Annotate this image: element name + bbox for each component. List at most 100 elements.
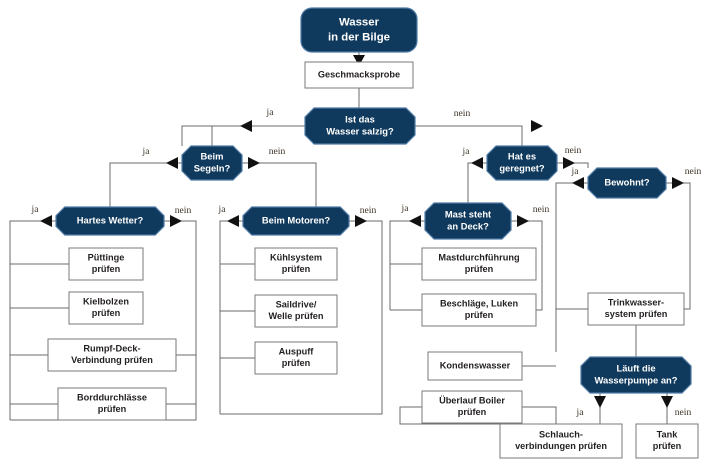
node-label-hartes: Hartes Wetter? xyxy=(77,214,144,225)
node-label-mast: an Deck? xyxy=(447,220,489,231)
node-label-schlauch: Schlauch- xyxy=(539,430,583,440)
node-label-kuehl: Kühlsystem xyxy=(270,253,322,263)
node-label-mastdurch: Mastdurchführung xyxy=(438,253,519,263)
decision-shape-geregnet xyxy=(486,145,558,181)
process-box-saildrive xyxy=(254,294,338,328)
node-label-mastdurch: prüfen xyxy=(465,264,494,274)
node-label-saildrive: Welle prüfen xyxy=(269,311,324,321)
node-label-borddurch: Borddurchlässe xyxy=(77,393,147,403)
edge-labels-layer: ja nein ja nein ja nein ja nein ja nein ja nein ja ne… xyxy=(31,107,702,418)
decision-shape-pumpe xyxy=(580,356,692,394)
node-kondens[interactable]: Kondenswasser xyxy=(427,351,523,381)
decision-shape-salzig xyxy=(304,107,416,145)
decision-shape-motoren xyxy=(242,206,350,236)
edge-label: nein xyxy=(360,205,377,216)
process-box-puettinge xyxy=(68,247,144,281)
node-label-saildrive: Saildrive/ xyxy=(276,300,317,310)
node-motoren[interactable]: Beim Motoren? xyxy=(242,206,350,236)
node-label-start: in der Bilge xyxy=(328,32,390,44)
node-label-schlauch: verbindungen prüfen xyxy=(515,441,607,451)
node-label-puettinge: Püttinge xyxy=(88,253,125,263)
node-label-kielbolzen: prüfen xyxy=(92,308,121,318)
process-box-kielbolzen xyxy=(68,291,144,325)
node-label-salzig: Ist das xyxy=(345,114,375,125)
node-label-kondens: Kondenswasser xyxy=(440,360,511,370)
node-label-auspuff: prüfen xyxy=(282,358,311,368)
process-box-geschmack xyxy=(304,61,414,89)
decision-shape-hartes xyxy=(55,206,165,236)
edge-label: nein xyxy=(454,108,471,119)
process-box-schlauch xyxy=(499,423,623,459)
process-box-auspuff xyxy=(254,341,338,375)
node-start[interactable]: Wasser in der Bilge xyxy=(300,7,418,53)
edge-label: ja xyxy=(462,146,471,157)
process-box-boiler xyxy=(421,390,523,424)
node-label-salzig: Wasser salzig? xyxy=(326,125,394,136)
node-label-beschlaege: prüfen xyxy=(465,310,494,320)
node-trinkwasser[interactable]: Trinkwasser-system prüfen xyxy=(587,292,685,326)
edge-label: nein xyxy=(675,407,692,418)
node-label-borddurch: prüfen xyxy=(98,404,127,414)
node-label-geregnet: Hat es xyxy=(508,151,536,162)
process-box-mastdurch xyxy=(421,247,537,281)
node-geschmack[interactable]: Geschmacksprobe xyxy=(304,61,414,89)
node-label-pumpe: Läuft die xyxy=(616,363,655,374)
node-label-geregnet: geregnet? xyxy=(499,162,545,173)
node-label-geschmack: Geschmacksprobe xyxy=(318,69,400,79)
decision-shape-mast xyxy=(424,202,512,240)
process-box-trinkwasser xyxy=(587,292,685,326)
edge-label: nein xyxy=(685,166,702,177)
node-label-beschlaege: Beschläge, Luken xyxy=(440,299,519,309)
terminator-shape-start xyxy=(300,7,418,53)
connector-layer xyxy=(9,52,691,425)
node-bewohnt[interactable]: Bewohnt? xyxy=(587,167,667,199)
node-label-segeln: Segeln? xyxy=(194,162,231,173)
edge-label: ja xyxy=(142,146,151,157)
node-label-bewohnt: Bewohnt? xyxy=(604,176,650,187)
node-label-mast: Mast steht xyxy=(445,209,491,220)
edge-label: nein xyxy=(533,204,550,215)
node-label-boiler: Überlauf Boiler xyxy=(439,396,505,406)
node-label-trinkwasser: Trinkwasser- xyxy=(608,298,664,308)
node-label-motoren: Beim Motoren? xyxy=(262,214,331,225)
edge-label: nein xyxy=(269,146,286,157)
node-schlauch[interactable]: Schlauch-verbindungen prüfen xyxy=(499,423,623,459)
decision-shape-bewohnt xyxy=(587,167,667,199)
node-label-boiler: prüfen xyxy=(458,407,487,417)
process-box-beschlaege xyxy=(421,293,537,327)
edge-label: ja xyxy=(266,107,275,118)
edge-label: nein xyxy=(565,145,582,156)
edge-label: ja xyxy=(576,407,585,418)
node-label-trinkwasser: system prüfen xyxy=(605,309,668,319)
edge-label: ja xyxy=(401,203,410,214)
process-box-kuehl xyxy=(254,247,338,281)
process-box-tank xyxy=(635,423,699,459)
node-label-auspuff: Auspuff xyxy=(279,347,315,357)
node-label-rumpfdeck: Rumpf-Deck- xyxy=(83,344,140,354)
node-hartes[interactable]: Hartes Wetter? xyxy=(55,206,165,236)
decision-shape-segeln xyxy=(181,145,243,181)
edge-label: nein xyxy=(175,205,192,216)
edge-label: ja xyxy=(218,204,227,215)
node-saildrive[interactable]: Saildrive/Welle prüfen xyxy=(254,294,338,328)
edge-label: ja xyxy=(571,166,580,177)
node-label-kuehl: prüfen xyxy=(282,264,311,274)
node-rumpfdeck[interactable]: Rumpf-Deck-Verbindung prüfen xyxy=(47,338,177,372)
node-label-start: Wasser xyxy=(339,17,380,29)
